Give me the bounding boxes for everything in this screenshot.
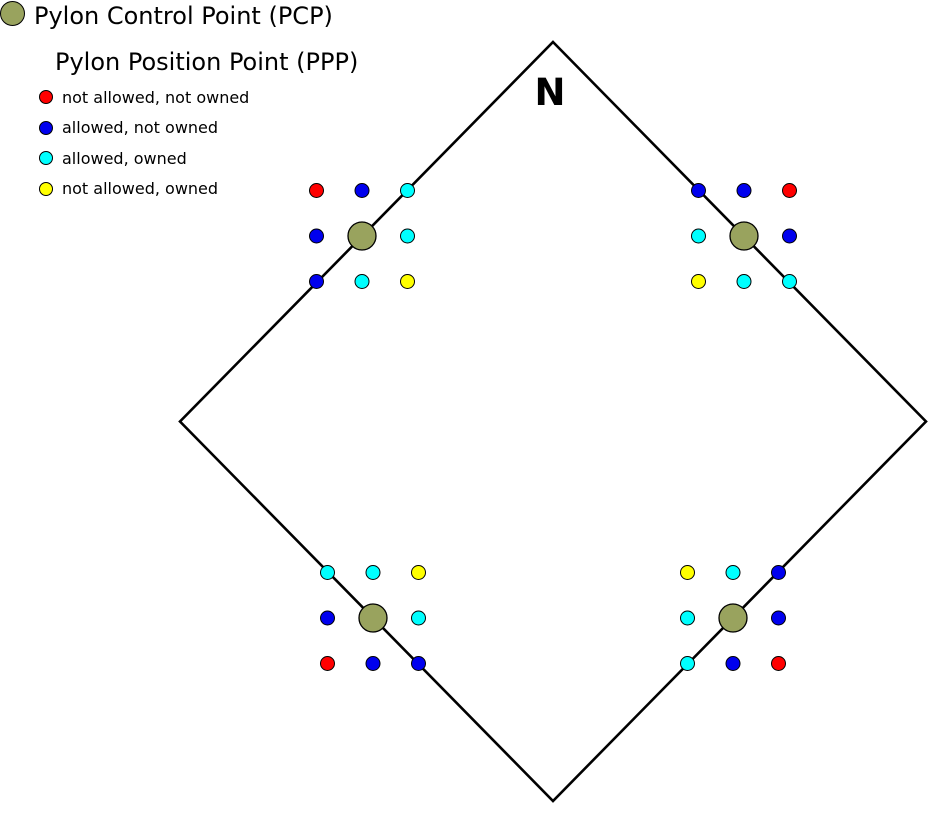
ppp-dot-blue bbox=[771, 610, 786, 626]
pcp-marker bbox=[347, 221, 377, 251]
ppp-dot-red bbox=[782, 183, 797, 198]
ppp-dot-red bbox=[320, 656, 335, 671]
legend-item-label: allowed, owned bbox=[62, 148, 187, 168]
ppp-dot-yellow bbox=[680, 565, 695, 580]
pcp-marker bbox=[358, 603, 388, 633]
pylon-cluster-northeast bbox=[691, 183, 797, 289]
north-label: N bbox=[535, 71, 566, 114]
ppp-dot-cyan bbox=[782, 274, 797, 289]
ppp-dot-blue bbox=[736, 183, 752, 198]
ppp-dot-yellow bbox=[411, 565, 426, 580]
legend-item-blue: allowed, not owned bbox=[39, 113, 249, 144]
ppp-dot-blue bbox=[782, 228, 797, 244]
ppp-dot-cyan bbox=[680, 610, 695, 626]
blue-dot-icon bbox=[39, 120, 53, 135]
territory-outline bbox=[178, 40, 928, 803]
legend-item-label: allowed, not owned bbox=[62, 118, 219, 138]
ppp-dot-red bbox=[771, 656, 786, 671]
ppp-dot-blue bbox=[365, 656, 381, 671]
ppp-dot-cyan bbox=[320, 565, 335, 580]
red-dot-icon bbox=[39, 90, 53, 105]
pcp-swatch-icon bbox=[0, 1, 25, 26]
yellow-dot-icon bbox=[39, 181, 53, 196]
legend-item-cyan: allowed, owned bbox=[39, 143, 249, 174]
ppp-dot-yellow bbox=[691, 274, 706, 289]
ppp-dot-cyan bbox=[400, 228, 415, 244]
legend-item-red: not allowed, not owned bbox=[39, 82, 249, 113]
pylon-cluster-northwest bbox=[309, 183, 415, 289]
ppp-dot-blue bbox=[320, 610, 335, 626]
ppp-dot-blue bbox=[691, 183, 706, 198]
ppp-dot-blue bbox=[771, 565, 786, 580]
ppp-dot-blue bbox=[309, 228, 324, 244]
ppp-dot-cyan bbox=[400, 183, 415, 198]
ppp-dot-cyan bbox=[725, 565, 741, 580]
ppp-dot-yellow bbox=[400, 274, 415, 289]
legend-item-list: not allowed, not owned allowed, not owned… bbox=[39, 82, 249, 204]
ppp-dot-cyan bbox=[691, 228, 706, 244]
pcp-marker bbox=[729, 221, 759, 251]
cyan-dot-icon bbox=[39, 151, 53, 166]
ppp-dot-blue bbox=[725, 656, 741, 671]
ppp-dot-cyan bbox=[736, 274, 752, 289]
ppp-dot-cyan bbox=[680, 656, 695, 671]
legend-item-label: not allowed, not owned bbox=[62, 87, 250, 107]
ppp-dot-cyan bbox=[354, 274, 370, 289]
legend-item-yellow: not allowed, owned bbox=[39, 174, 249, 205]
legend-ppp-title: Pylon Position Point (PPP) bbox=[55, 48, 359, 76]
ppp-dot-cyan bbox=[365, 565, 381, 580]
ppp-dot-red bbox=[309, 183, 324, 198]
pcp-marker bbox=[718, 603, 748, 633]
ppp-dot-blue bbox=[309, 274, 324, 289]
ppp-dot-blue bbox=[411, 656, 426, 671]
legend-pcp-title: Pylon Control Point (PCP) bbox=[34, 2, 333, 30]
pylon-cluster-southeast bbox=[680, 565, 786, 671]
legend-item-label: not allowed, owned bbox=[62, 179, 219, 199]
ppp-dot-blue bbox=[354, 183, 370, 198]
pylon-cluster-southwest bbox=[320, 565, 426, 671]
ppp-dot-cyan bbox=[411, 610, 426, 626]
